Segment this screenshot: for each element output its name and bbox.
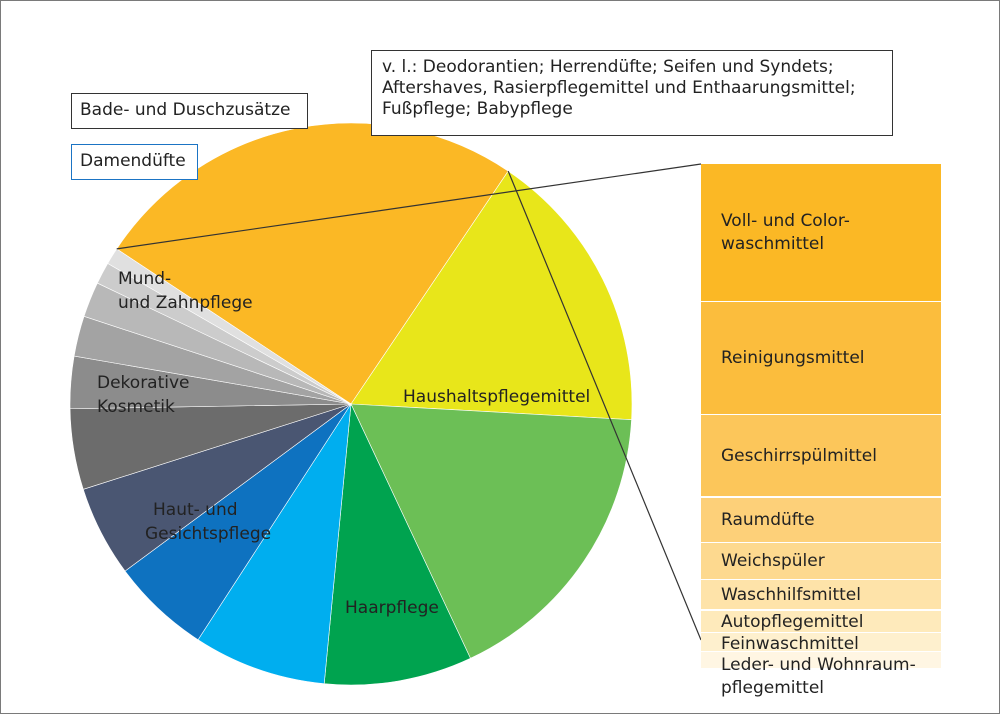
label-haarpflege: Haarpflege [345, 598, 439, 618]
breakdown-segment: Leder- und Wohnraum-pflegemittel [701, 652, 941, 698]
callout-bade-duschzusaetze: Bade- und Duschzusätze [71, 93, 308, 129]
connector-line-top [116, 163, 702, 250]
breakdown-label: Raumdüfte [721, 509, 935, 532]
breakdown-label-line: pflegemittel [721, 678, 825, 698]
breakdown-label: Voll- und Color-waschmittel [721, 210, 935, 256]
callout-other-line-2: Aftershaves, Rasierpflegemittel und Enth… [382, 78, 856, 98]
pie-slice-haarpflege [350, 170, 633, 421]
breakdown-label-line: Weichspüler [721, 551, 825, 572]
callout-women-text: Damendüfte [80, 151, 186, 171]
breakdown-label: Feinwaschmittel [721, 633, 935, 656]
label-haushaltspflegemittel: Haushaltspflegemittel [403, 387, 590, 407]
breakdown-label: Geschirrspülmittel [721, 445, 935, 468]
callout-other-line-3: Fußpflege; Babypflege [382, 99, 573, 119]
breakdown-label-line: Raumdüfte [721, 509, 815, 530]
breakdown-segment: Waschhilfsmittel [701, 580, 941, 611]
breakdown-label-line: Feinwaschmittel [721, 634, 859, 655]
breakdown-label-line: Leder- und Wohnraum- [721, 655, 916, 675]
breakdown-segment: Weichspüler [701, 542, 941, 581]
breakdown-segment: Raumdüfte [701, 497, 941, 543]
breakdown-label-line: Waschhilfsmittel [721, 584, 861, 605]
breakdown-label: Waschhilfsmittel [721, 584, 935, 607]
callout-other-line-1: v. l.: Deodorantien; Herrendüfte; Seifen… [382, 57, 834, 77]
breakdown-segment: Feinwaschmittel [701, 633, 941, 654]
callout-damenduefte: Damendüfte [71, 144, 198, 180]
callout-other-categories: v. l.: Deodorantien; Herrendüfte; Seifen… [371, 50, 893, 136]
breakdown-label: Reinigungsmittel [721, 347, 935, 370]
breakdown-segment: Autopflegemittel [701, 610, 941, 634]
pie-slice-dekorative-kosmetik [323, 402, 471, 686]
pie-slice-babypflege [107, 248, 352, 405]
breakdown-segment: Reinigungsmittel [701, 301, 941, 415]
breakdown-label: Leder- und Wohnraum-pflegemittel [721, 654, 935, 700]
breakdown-label-line: Reinigungsmittel [721, 347, 865, 368]
callout-bath-text: Bade- und Duschzusätze [80, 100, 291, 120]
label-mund-zahnpflege: Mund-und Zahnpflege [118, 269, 253, 313]
pie-slice-haut-und-gesichtspflege [350, 403, 632, 659]
breakdown-label: Weichspüler [721, 550, 935, 573]
connector-line-bottom [507, 170, 702, 641]
breakdown-label: Autopflegemittel [721, 611, 935, 634]
breakdown-label-line: waschmittel [721, 233, 825, 254]
pie-slice-mund-und-zahnpflege [197, 403, 352, 685]
breakdown-label-line: Voll- und Color- [721, 210, 850, 231]
breakdown-segment: Geschirrspülmittel [701, 414, 941, 498]
breakdown-label-line: Autopflegemittel [721, 611, 864, 632]
breakdown-segment: Voll- und Color-waschmittel [701, 164, 941, 302]
breakdown-label-line: Geschirrspülmittel [721, 445, 877, 466]
